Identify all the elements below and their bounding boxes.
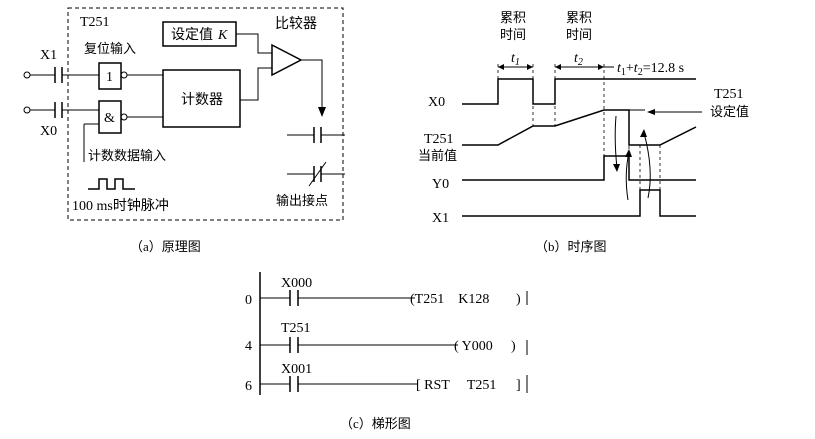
caption-a: （a）原理图 <box>130 239 201 254</box>
panel-a-schematic: T251 设定值 K 比较器 计数器 X1 复位输入 1 X0 <box>23 7 345 254</box>
caption-c: （c）梯形图 <box>340 416 411 431</box>
panel-b-timing: 累积 时间 累积 时间 t1 t2 t1+t2=12.8 s X0 T251 当… <box>418 10 749 254</box>
comparator-label: 比较器 <box>275 16 317 32</box>
rung-6-instruction: [ RST T251 <box>416 378 496 393</box>
rung-4-instruction: ( Y000 <box>454 339 493 354</box>
t251-value-waveform <box>462 109 697 146</box>
count-data-input-label: 计数数据输入 <box>88 148 166 163</box>
row-y0: Y0 <box>432 177 449 192</box>
x1-waveform <box>462 189 696 217</box>
gate-and-symbol: & <box>104 111 115 126</box>
timer-name: T251 <box>80 15 110 30</box>
rung-0-step: 0 <box>245 293 252 308</box>
row-x0: X0 <box>428 95 445 110</box>
accum-time-1-top: 累积 <box>500 10 526 25</box>
counter-label: 计数器 <box>181 92 223 108</box>
row-x1: X1 <box>432 211 449 226</box>
setpoint-var: K <box>217 28 228 43</box>
arrow-setpoint-to-y0 <box>614 115 618 169</box>
setpoint-label: 设定值 <box>171 27 213 43</box>
t2-label: t2 <box>574 51 583 68</box>
setpoint-annotation-1: T251 <box>714 87 744 102</box>
accum-time-2-bottom: 时间 <box>566 27 592 42</box>
x0-waveform <box>462 78 696 105</box>
x0-terminal <box>23 106 31 114</box>
rung-6-step: 6 <box>245 379 252 394</box>
svg-text:): ) <box>511 339 516 354</box>
accum-time-2-top: 累积 <box>566 10 592 25</box>
input-x1-label: X1 <box>40 48 57 63</box>
clock-pulse <box>88 178 135 190</box>
comparator-triangle <box>271 43 303 77</box>
accum-time-1-bottom: 时间 <box>500 27 526 42</box>
rung-6-contact: X001 <box>281 362 312 377</box>
rung-0-instruction: (T251 K128 <box>410 292 489 307</box>
rung-4-contact: T251 <box>281 321 311 336</box>
svg-text:]: ] <box>516 378 521 393</box>
svg-text:): ) <box>516 292 521 307</box>
t1-label: t1 <box>511 51 520 68</box>
clock-label: 100 ms时钟脉冲 <box>72 197 169 214</box>
row-t251: T251 <box>424 132 454 147</box>
rung-4-step: 4 <box>245 339 252 354</box>
gate-1-symbol: 1 <box>106 70 113 85</box>
caption-b: （b）时序图 <box>535 239 607 254</box>
comparator-arrow <box>318 107 326 117</box>
panel-c-ladder: 0 X000 (T251 K128 ) 4 T251 ( Y000 ) 6 X0… <box>245 272 528 431</box>
setpoint-wire <box>236 33 272 54</box>
input-x0-label: X0 <box>40 124 57 139</box>
reset-input-label: 复位输入 <box>84 41 136 56</box>
setpoint-annotation-2: 设定值 <box>710 104 749 119</box>
counter-wire <box>240 67 272 101</box>
row-t251-sub: 当前值 <box>418 148 457 163</box>
timer-boundary <box>67 7 344 221</box>
x1-terminal <box>23 71 31 79</box>
comparator-out-wire <box>301 59 323 108</box>
counter-box <box>162 69 241 128</box>
y0-waveform <box>462 155 696 181</box>
sum-label: t1+t2=12.8 s <box>617 61 684 78</box>
output-contacts-label: 输出接点 <box>276 193 328 208</box>
rung-0-contact: X000 <box>281 276 312 291</box>
